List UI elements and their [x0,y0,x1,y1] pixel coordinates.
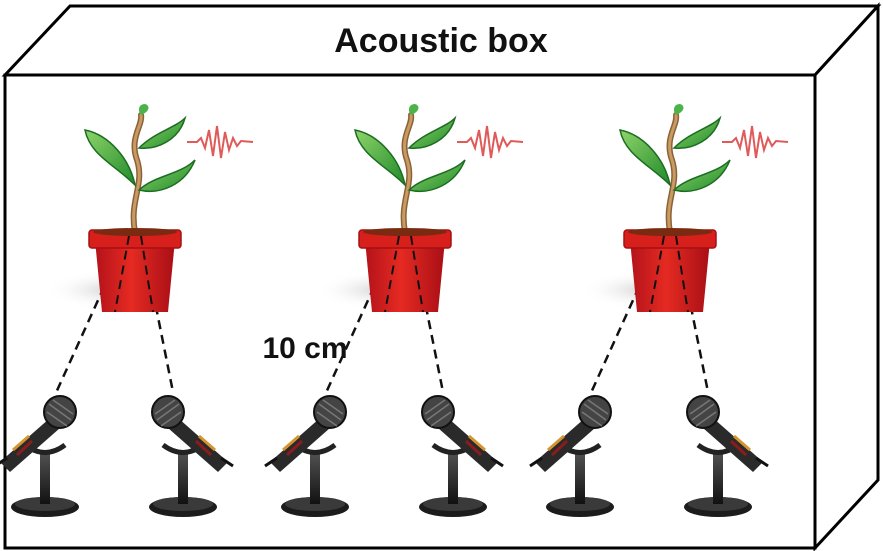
distance-line-right-overlay [140,235,154,313]
leaf-left [84,129,137,188]
mic-stand [178,450,188,504]
leaf-right-lower [137,159,196,192]
leaf-right-upper [137,115,187,149]
mic-handle [168,418,228,472]
pot-soil [93,228,177,236]
box-side-face [813,2,880,551]
mic-stand [40,450,50,504]
microphone-left [0,395,79,517]
distance-line-left-overlay [114,235,130,313]
plant-stem-highlight [132,113,143,234]
distance-label: 10 cm [262,332,347,365]
pot-body [95,240,175,312]
leaf-bud [138,104,149,115]
sound-wave-icon [187,125,254,159]
box-title: Acoustic box [334,22,548,60]
mic-handle [0,418,60,472]
microphone-right [149,395,234,517]
plant-station [0,104,254,517]
